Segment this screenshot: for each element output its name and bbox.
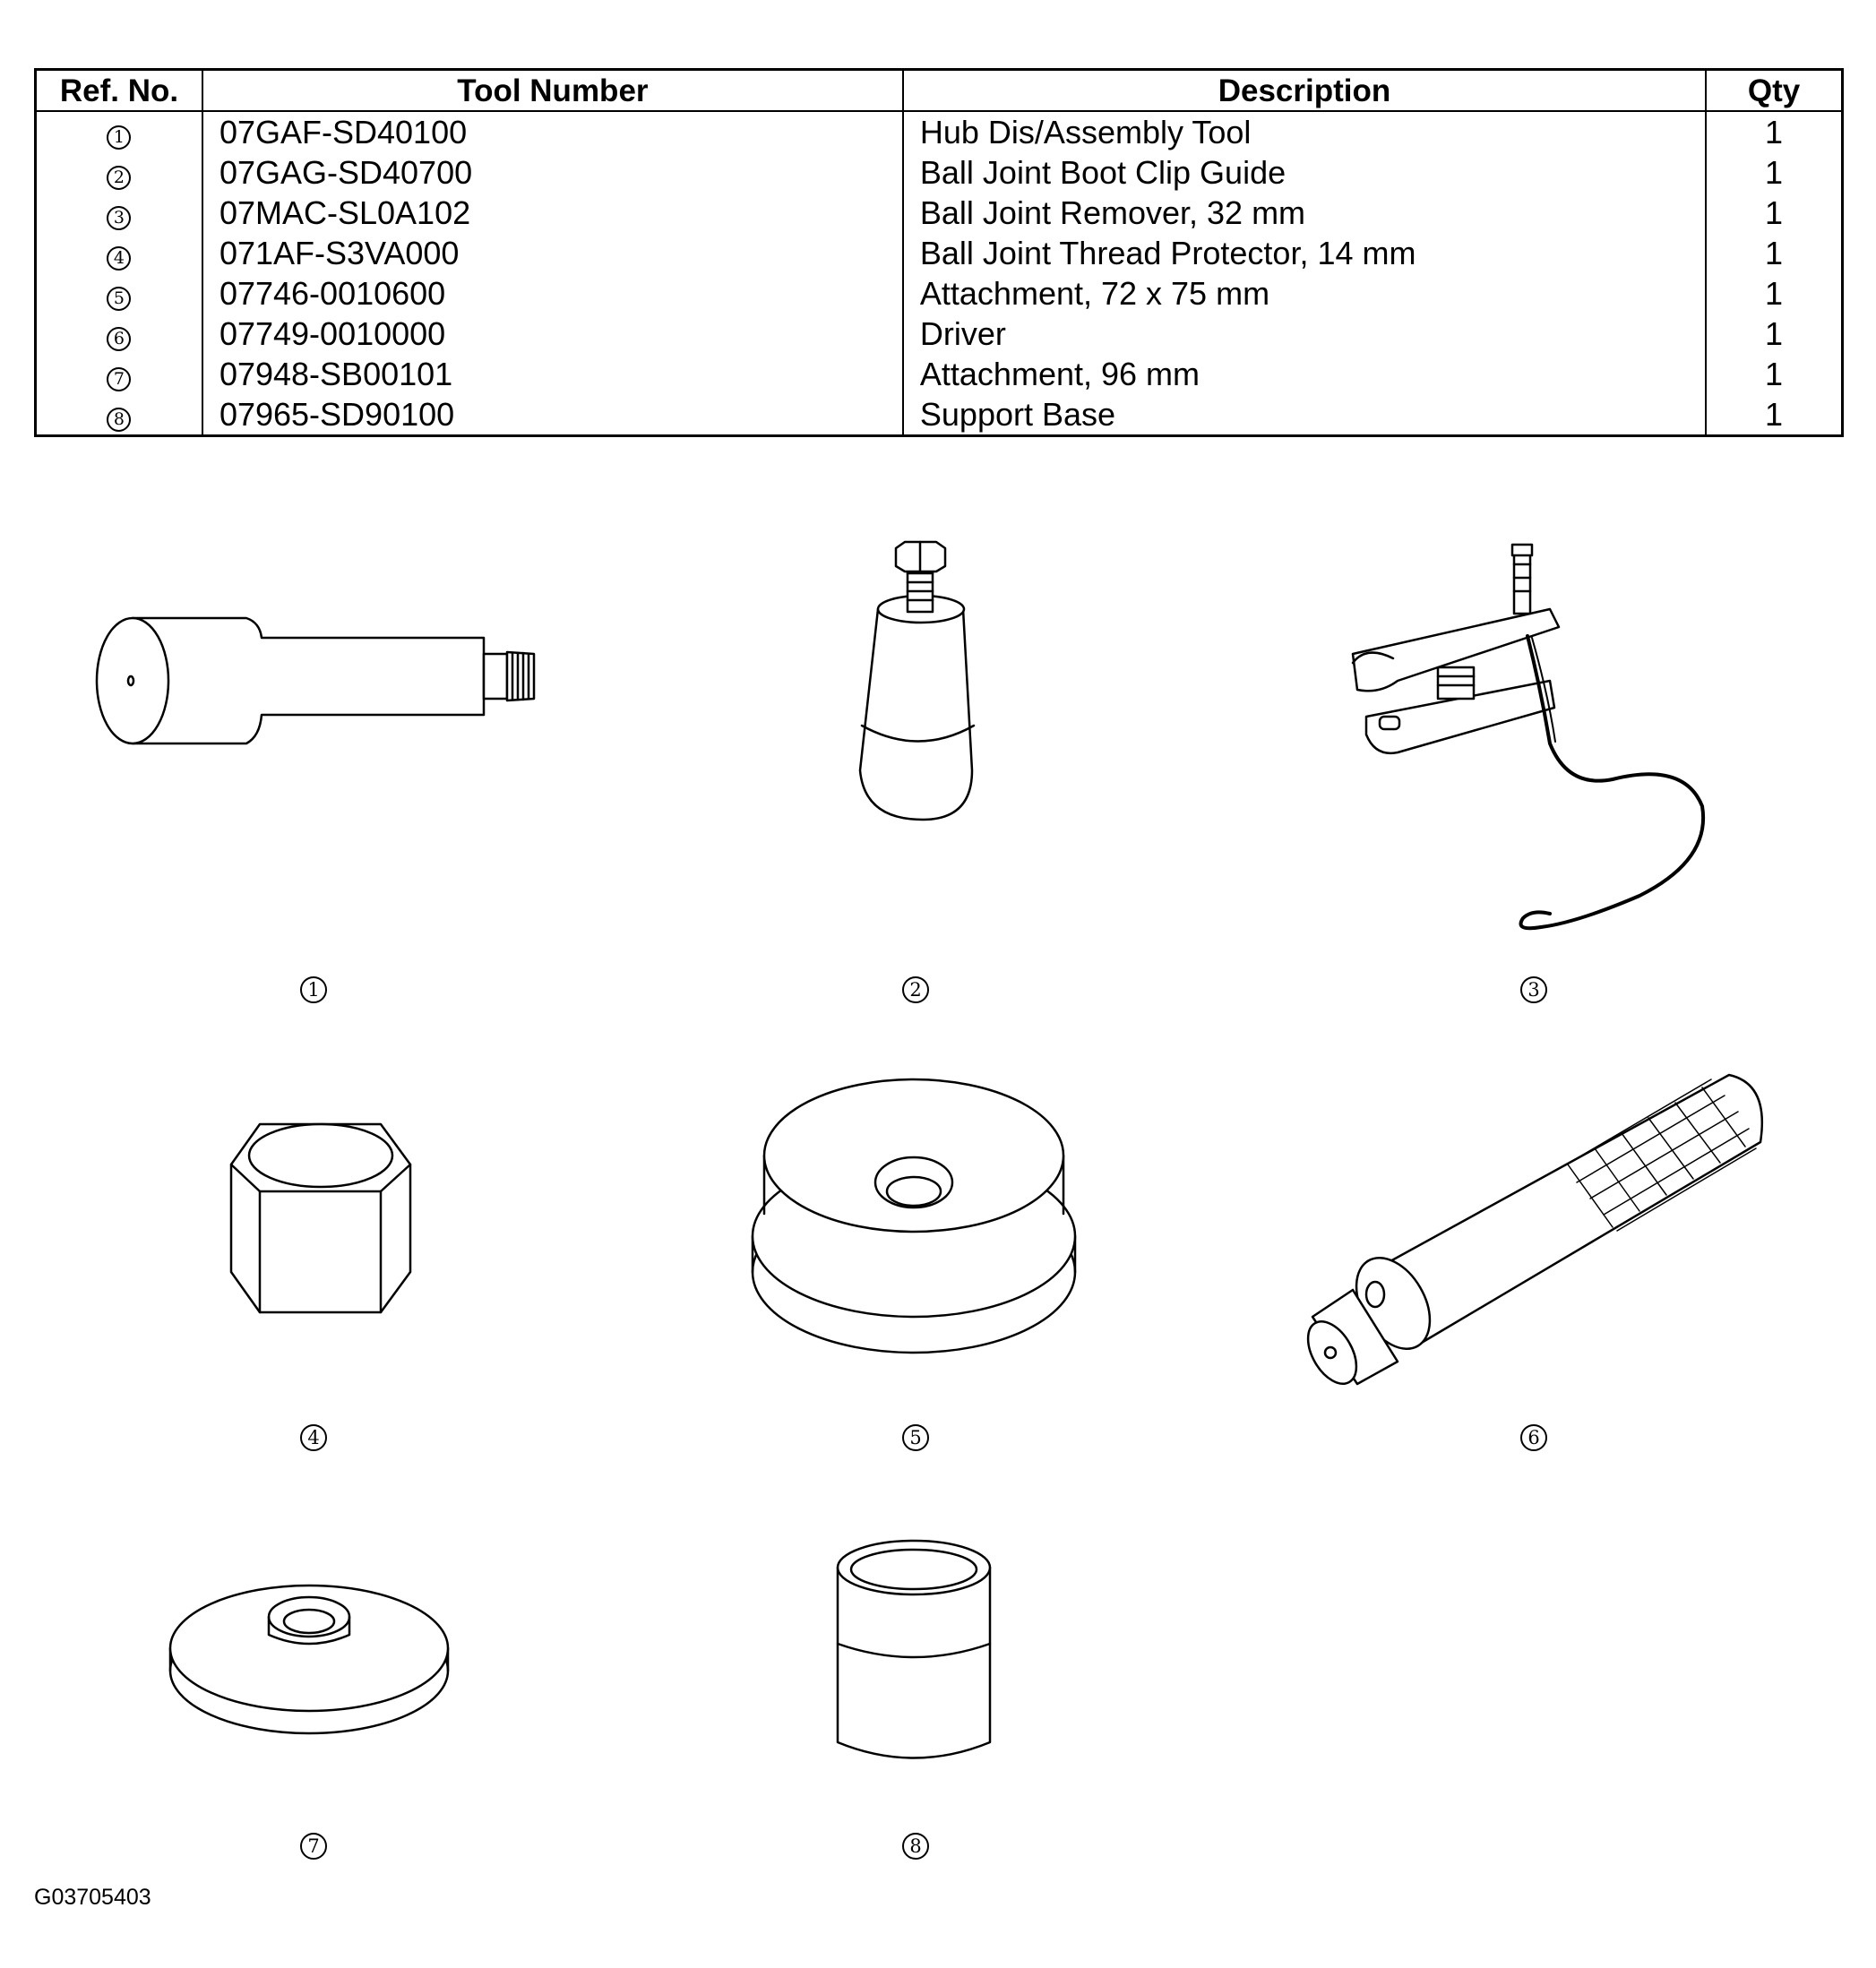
ref-number: 1: [107, 125, 132, 150]
table-row: 7 07948-SB00101 Attachment, 96 mm 1: [34, 354, 1844, 394]
tool-description: Driver: [901, 314, 1708, 354]
ref-number: 5: [107, 286, 132, 311]
tool-number: 07GAG-SD40700: [201, 152, 904, 193]
header-ref-no: Ref. No.: [34, 69, 203, 112]
ball-joint-remover-drawing: [1351, 543, 1706, 931]
tool-number: 07948-SB00101: [201, 354, 904, 394]
tool-qty: 1: [1705, 193, 1844, 233]
callout-7: 7: [300, 1833, 327, 1860]
ref-number: 3: [107, 205, 132, 230]
table-row: 5 07746-0010600 Attachment, 72 x 75 mm 1: [34, 273, 1844, 314]
tool-description: Attachment, 72 x 75 mm: [901, 273, 1708, 314]
tool-qty: 1: [1705, 314, 1844, 354]
figure-id: G03705403: [34, 1885, 151, 1910]
tool-description: Ball Joint Boot Clip Guide: [901, 152, 1708, 193]
callout-2: 2: [902, 976, 929, 1003]
tool-description: Ball Joint Thread Protector, 14 mm: [901, 233, 1708, 273]
tool-number: 07746-0010600: [201, 273, 904, 314]
boot-clip-guide-drawing: [858, 540, 976, 821]
tool-number: 07749-0010000: [201, 314, 904, 354]
callout-8: 8: [902, 1833, 929, 1860]
ref-number: 7: [107, 366, 132, 391]
table-row: 4 071AF-S3VA000 Ball Joint Thread Protec…: [34, 233, 1844, 273]
support-base-drawing: [836, 1539, 992, 1759]
ref-number: 4: [107, 245, 132, 271]
tool-number: 071AF-S3VA000: [201, 233, 904, 273]
table-row: 6 07749-0010000 Driver 1: [34, 314, 1844, 354]
header-qty: Qty: [1705, 69, 1844, 112]
callout-6: 6: [1520, 1424, 1547, 1451]
special-tools-table: Ref. No. Tool Number Description Qty 1 0…: [34, 68, 1844, 437]
tool-qty: 1: [1705, 152, 1844, 193]
attachment-96-drawing: [168, 1584, 450, 1735]
tool-description: Support Base: [901, 394, 1708, 436]
header-tool-number: Tool Number: [201, 69, 904, 112]
tool-qty: 1: [1705, 354, 1844, 394]
driver-drawing: [1306, 1073, 1764, 1386]
tool-number: 07MAC-SL0A102: [201, 193, 904, 233]
table-row: 1 07GAF-SD40100 Hub Dis/Assembly Tool 1: [34, 111, 1844, 152]
ref-number: 8: [107, 407, 132, 432]
table-row: 2 07GAG-SD40700 Ball Joint Boot Clip Gui…: [34, 152, 1844, 193]
hub-disassembly-tool-drawing: [95, 616, 536, 745]
table-row: 3 07MAC-SL0A102 Ball Joint Remover, 32 m…: [34, 193, 1844, 233]
callout-1: 1: [300, 976, 327, 1003]
tool-qty: 1: [1705, 394, 1844, 436]
tool-description: Hub Dis/Assembly Tool: [901, 111, 1708, 152]
tool-number: 07GAF-SD40100: [201, 111, 904, 152]
table-row: 8 07965-SD90100 Support Base 1: [34, 394, 1844, 436]
thread-protector-drawing: [229, 1122, 412, 1314]
header-description: Description: [901, 69, 1708, 112]
callout-5: 5: [902, 1424, 929, 1451]
tool-qty: 1: [1705, 111, 1844, 152]
tool-number: 07965-SD90100: [201, 394, 904, 436]
table-header-row: Ref. No. Tool Number Description Qty: [34, 69, 1844, 112]
tool-qty: 1: [1705, 233, 1844, 273]
callout-4: 4: [300, 1424, 327, 1451]
tool-description: Ball Joint Remover, 32 mm: [901, 193, 1708, 233]
ref-number: 2: [107, 165, 132, 190]
callout-3: 3: [1520, 976, 1547, 1003]
attachment-72x75-drawing: [751, 1078, 1077, 1354]
tool-qty: 1: [1705, 273, 1844, 314]
tool-description: Attachment, 96 mm: [901, 354, 1708, 394]
ref-number: 6: [107, 326, 132, 351]
